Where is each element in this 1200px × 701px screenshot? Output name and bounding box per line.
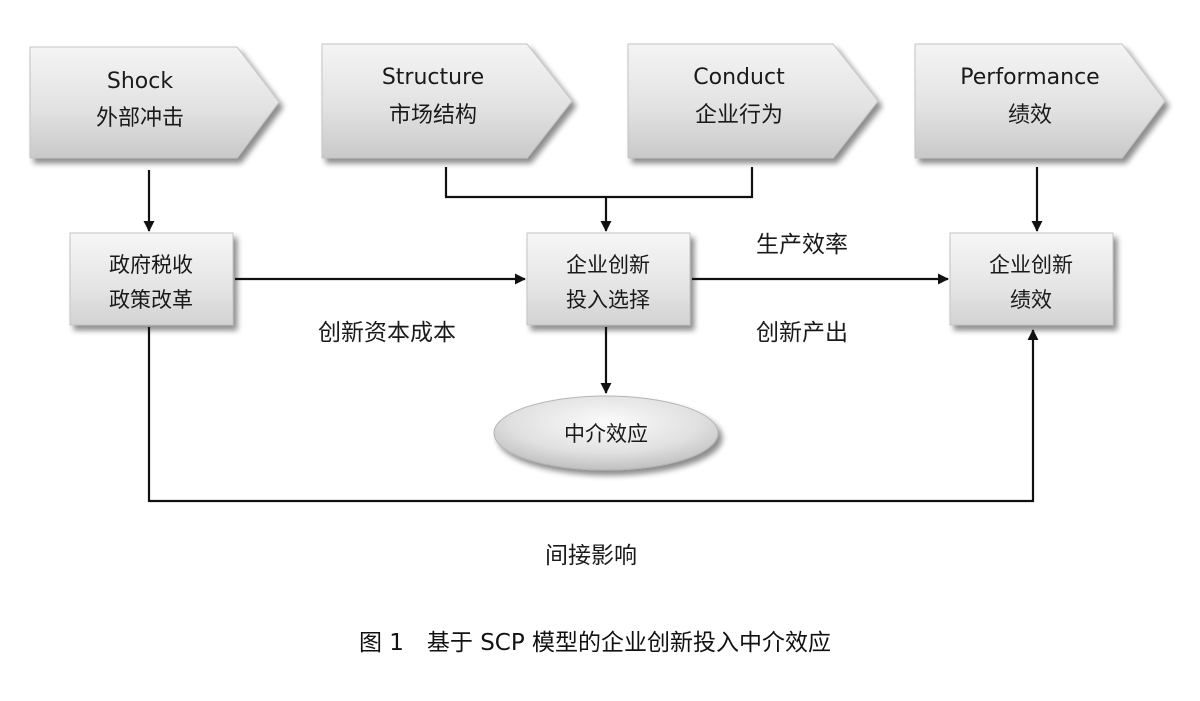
- node-performance-label-en: Performance: [960, 65, 1099, 90]
- node-tax-reform: 政府税收 政策改革: [69, 232, 234, 326]
- edge-label-production-efficiency: 生产效率: [756, 232, 848, 258]
- node-innovation-performance-line1: 企业创新: [989, 253, 1073, 277]
- node-shock-label-zh: 外部冲击: [96, 106, 184, 131]
- node-innovation-input: 企业创新 投入选择: [526, 232, 691, 326]
- node-tax-reform-line2: 政策改革: [109, 288, 193, 312]
- node-structure: Structure 市场结构: [321, 43, 573, 159]
- edge-label-innovation-output: 创新产出: [756, 320, 848, 346]
- node-innovation-input-line2: 投入选择: [566, 288, 650, 312]
- node-innovation-input-line1: 企业创新: [566, 253, 650, 277]
- node-conduct: Conduct 企业行为: [627, 43, 879, 159]
- node-innovation-performance-line2: 绩效: [1010, 288, 1052, 312]
- node-structure-label-en: Structure: [382, 65, 484, 90]
- node-mediation-shape: [493, 395, 719, 471]
- node-innovation-input-shape: [526, 232, 691, 326]
- node-conduct-shape: [627, 43, 879, 159]
- node-mediation: 中介效应: [493, 395, 719, 471]
- node-structure-label-zh: 市场结构: [389, 103, 477, 128]
- node-conduct-label-en: Conduct: [693, 65, 785, 90]
- node-innovation-performance-shape: [949, 232, 1114, 326]
- node-performance: Performance 绩效: [914, 43, 1166, 159]
- node-shock-shape: [29, 46, 280, 159]
- node-shock-label-en: Shock: [107, 69, 173, 94]
- node-performance-shape: [914, 43, 1166, 159]
- node-innovation-performance: 企业创新 绩效: [949, 232, 1114, 326]
- node-structure-shape: [321, 43, 573, 159]
- figure-caption: 图 1 基于 SCP 模型的企业创新投入中介效应: [359, 630, 831, 656]
- node-shock: Shock 外部冲击: [29, 46, 280, 159]
- node-performance-label-zh: 绩效: [1008, 103, 1052, 128]
- node-conduct-label-zh: 企业行为: [695, 103, 783, 128]
- node-tax-reform-line1: 政府税收: [109, 253, 193, 277]
- node-mediation-label: 中介效应: [564, 422, 648, 446]
- connector-structure-conduct: [444, 167, 754, 199]
- node-tax-reform-shape: [69, 232, 234, 326]
- edge-label-indirect-effect: 间接影响: [545, 543, 637, 569]
- edge-label-capital-cost: 创新资本成本: [318, 320, 456, 346]
- arrow-indirect-effect: [147, 327, 1039, 503]
